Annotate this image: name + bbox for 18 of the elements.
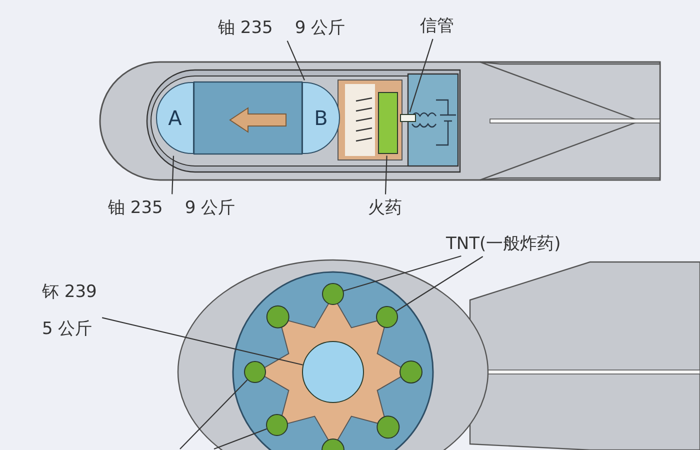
leader-line <box>396 256 484 312</box>
leader-line <box>172 156 174 194</box>
leader-line <box>343 255 462 292</box>
leader-line <box>384 156 388 194</box>
part-label: 9 公斤 <box>294 17 346 39</box>
part-label: 铀 235 <box>108 197 163 219</box>
gunpowder-charge <box>378 92 398 154</box>
part-label: TNT(一般炸药) <box>446 232 561 255</box>
leader-line <box>286 40 305 80</box>
fuse-plug <box>400 114 416 122</box>
part-label: 信管 <box>420 14 454 37</box>
part-label: 火药 <box>368 196 402 219</box>
part-label: 5 公斤 <box>42 318 94 340</box>
leader-line <box>409 38 434 112</box>
leader-line <box>102 317 303 366</box>
part-label: 钚 239 <box>42 281 97 303</box>
part-label: 铀 235 <box>218 17 273 39</box>
part-label: 9 公斤 <box>184 197 236 219</box>
